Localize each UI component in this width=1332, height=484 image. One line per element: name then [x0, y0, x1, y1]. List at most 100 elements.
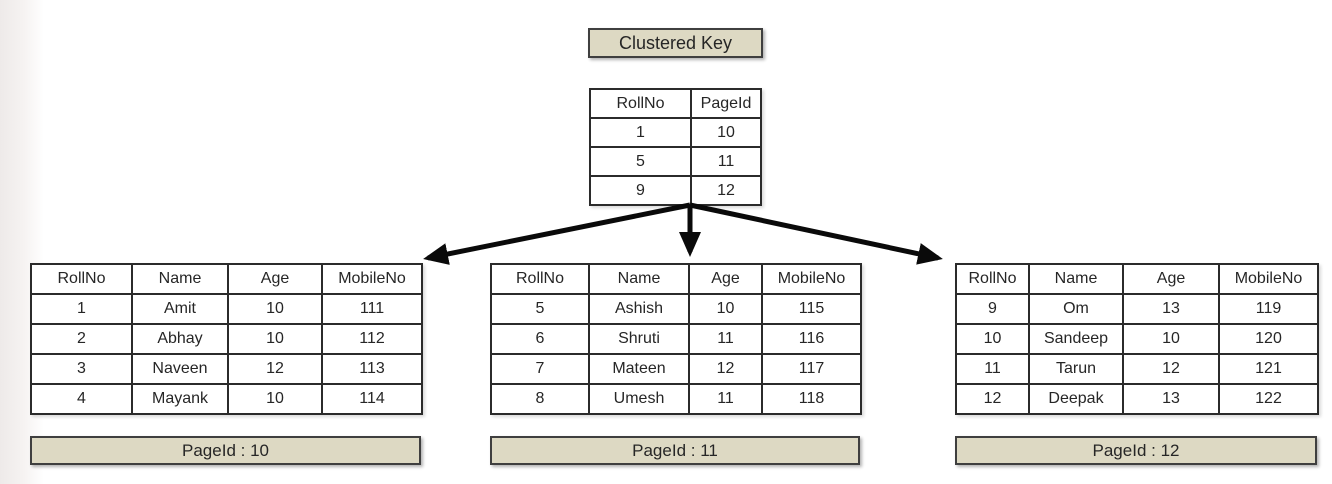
table-cell: 9 — [589, 175, 692, 206]
table-row: 5 Ashish 10 115 — [490, 293, 862, 325]
table-cell: 10 — [955, 323, 1030, 355]
table-cell: 113 — [321, 353, 423, 385]
table-cell: 118 — [761, 383, 862, 415]
table-cell: 1 — [30, 293, 133, 325]
clustered-key-label: Clustered Key — [618, 32, 733, 53]
table-cell: 12 — [1122, 353, 1220, 385]
table-cell: 9 — [955, 293, 1030, 325]
column-header-age: Age — [688, 263, 763, 295]
page-label-box-11: PageId : 11 — [490, 436, 860, 465]
table-cell: Deepak — [1028, 383, 1124, 415]
table-cell: 1 — [589, 117, 692, 148]
table-cell: 11 — [690, 146, 762, 177]
column-header-name: Name — [131, 263, 229, 295]
table-row: 9 12 — [589, 175, 762, 206]
table-row: 1 Amit 10 111 — [30, 293, 423, 325]
table-cell: 12 — [690, 175, 762, 206]
column-header-name: Name — [588, 263, 690, 295]
table-cell: 12 — [227, 353, 323, 385]
table-cell: 12 — [955, 383, 1030, 415]
table-row: 8 Umesh 11 118 — [490, 383, 862, 415]
page-label-box-12: PageId : 12 — [955, 436, 1317, 465]
table-cell: 11 — [955, 353, 1030, 385]
table-cell: Ashish — [588, 293, 690, 325]
page-label: PageId : 11 — [632, 440, 718, 460]
table-cell: 2 — [30, 323, 133, 355]
column-header-rollno: RollNo — [30, 263, 133, 295]
table-cell: 11 — [688, 383, 763, 415]
table-cell: 119 — [1218, 293, 1319, 325]
table-row: 3 Naveen 12 113 — [30, 353, 423, 385]
table-cell: 10 — [690, 117, 762, 148]
table-cell: 10 — [227, 293, 323, 325]
table-cell: 7 — [490, 353, 590, 385]
table-cell: Amit — [131, 293, 229, 325]
column-header-rollno: RollNo — [955, 263, 1030, 295]
table-cell: 122 — [1218, 383, 1319, 415]
table-cell: 121 — [1218, 353, 1319, 385]
arrow-to-page-10 — [423, 202, 691, 265]
table-cell: Shruti — [588, 323, 690, 355]
page-label: PageId : 10 — [182, 440, 269, 460]
table-cell: Mayank — [131, 383, 229, 415]
table-row: 4 Mayank 10 114 — [30, 383, 423, 415]
table-cell: 115 — [761, 293, 862, 325]
table-cell: 10 — [227, 323, 323, 355]
table-cell: 111 — [321, 293, 423, 325]
table-cell: 6 — [490, 323, 590, 355]
column-header-pageid: PageId — [690, 88, 762, 119]
arrow-to-page-12 — [689, 202, 943, 265]
table-row: 9 Om 13 119 — [955, 293, 1319, 325]
table-cell: 12 — [688, 353, 763, 385]
table-header-row: RollNo Name Age MobileNo — [955, 263, 1319, 295]
table-row: 2 Abhay 10 112 — [30, 323, 423, 355]
table-cell: 116 — [761, 323, 862, 355]
table-cell: 117 — [761, 353, 862, 385]
page-label-box-10: PageId : 10 — [30, 436, 421, 465]
column-header-rollno: RollNo — [589, 88, 692, 119]
table-cell: Mateen — [588, 353, 690, 385]
table-cell: 11 — [688, 323, 763, 355]
table-header-row: RollNo Name Age MobileNo — [490, 263, 862, 295]
table-cell: Tarun — [1028, 353, 1124, 385]
table-cell: Om — [1028, 293, 1124, 325]
table-cell: 120 — [1218, 323, 1319, 355]
clustered-key-label-box: Clustered Key — [588, 28, 763, 58]
column-header-rollno: RollNo — [490, 263, 590, 295]
column-header-mobileno: MobileNo — [321, 263, 423, 295]
table-header-row: RollNo Name Age MobileNo — [30, 263, 423, 295]
table-row: 7 Mateen 12 117 — [490, 353, 862, 385]
table-cell: Naveen — [131, 353, 229, 385]
table-header-row: RollNo PageId — [589, 88, 762, 119]
table-cell: 5 — [490, 293, 590, 325]
table-cell: 5 — [589, 146, 692, 177]
column-header-age: Age — [1122, 263, 1220, 295]
table-cell: 10 — [688, 293, 763, 325]
clustered-key-table: RollNo PageId 1 10 5 11 9 12 — [589, 88, 762, 206]
column-header-age: Age — [227, 263, 323, 295]
page-table-11: RollNo Name Age MobileNo 5 Ashish 10 115… — [490, 263, 862, 415]
table-cell: Abhay — [131, 323, 229, 355]
table-cell: 112 — [321, 323, 423, 355]
column-header-mobileno: MobileNo — [1218, 263, 1319, 295]
page-table-10: RollNo Name Age MobileNo 1 Amit 10 111 2… — [30, 263, 423, 415]
table-cell: 4 — [30, 383, 133, 415]
table-row: 11 Tarun 12 121 — [955, 353, 1319, 385]
table-row: 6 Shruti 11 116 — [490, 323, 862, 355]
table-cell: Umesh — [588, 383, 690, 415]
table-cell: 13 — [1122, 293, 1220, 325]
column-header-name: Name — [1028, 263, 1124, 295]
table-row: 12 Deepak 13 122 — [955, 383, 1319, 415]
table-cell: 13 — [1122, 383, 1220, 415]
table-cell: 10 — [227, 383, 323, 415]
table-cell: 10 — [1122, 323, 1220, 355]
table-row: 1 10 — [589, 117, 762, 148]
page-label: PageId : 12 — [1092, 440, 1180, 460]
table-cell: 8 — [490, 383, 590, 415]
column-header-mobileno: MobileNo — [761, 263, 862, 295]
table-cell: 114 — [321, 383, 423, 415]
page-table-12: RollNo Name Age MobileNo 9 Om 13 119 10 … — [955, 263, 1319, 415]
table-cell: 3 — [30, 353, 133, 385]
table-row: 5 11 — [589, 146, 762, 177]
